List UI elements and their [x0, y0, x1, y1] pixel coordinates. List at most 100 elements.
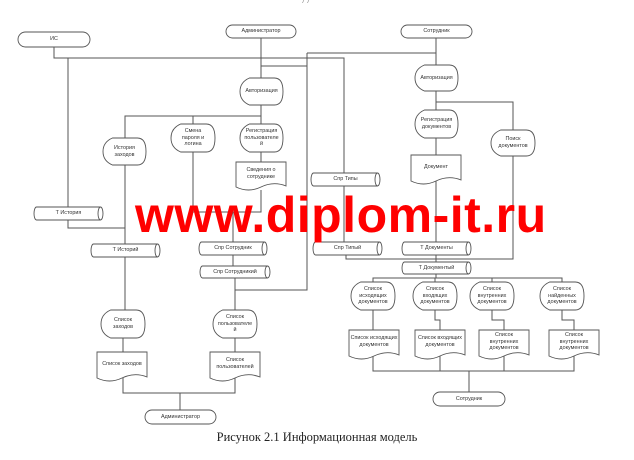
connector [307, 57, 345, 173]
node-label: Список входящих документов [420, 285, 450, 306]
table-spr-employee: Спр Сотрудник [198, 241, 268, 256]
terminal-administrator-top: Администратор [225, 24, 297, 39]
cylinder-shape [310, 172, 381, 187]
node-label: Список внутренних документов [489, 331, 519, 352]
display-shape [539, 281, 585, 311]
table-spr-types: Спр Типы [310, 172, 381, 187]
cylinder-shape [401, 261, 472, 275]
connector [122, 378, 236, 394]
process-change-password: Смена пароля и логина [170, 123, 216, 153]
display-found-documents: Список найденных документов [539, 281, 585, 311]
process-admin-authorization: Авторизация [239, 77, 284, 106]
display-outgoing-documents: Список исходящих документов [350, 281, 396, 311]
terminal-administrator-bottom: Администратор [144, 409, 217, 425]
display-shape [100, 309, 146, 339]
node-label: Список исходящих документов [350, 335, 398, 348]
cylinder-shape [33, 206, 104, 221]
connector [372, 277, 563, 282]
node-label: Спр Сотрудник [214, 245, 252, 252]
document-logins-list: Список заходов [96, 351, 148, 382]
node-label: Администратор [241, 28, 281, 35]
terminal-employee-top: Сотрудник [400, 24, 473, 39]
document-shape [478, 329, 530, 360]
document-employee-info: Сведения о сотруднике [235, 161, 287, 191]
table-spr-employees: Спр Сотрудникий [199, 265, 271, 279]
process-document-search: Поиск документов [490, 129, 536, 157]
node-label: Регистрация документов [420, 117, 453, 130]
node-label: ИС [50, 36, 58, 43]
connector [436, 101, 514, 130]
display-shape [350, 281, 396, 311]
node-label: Сотрудник [455, 395, 483, 402]
figure-caption: Рисунок 2.1 Информационная модель [216, 430, 418, 444]
display-internal-documents: Список внутренних документов [469, 281, 515, 311]
table-spr-types-2: Спр Типый [312, 241, 383, 256]
table-t-documents: Т Документы [401, 241, 472, 256]
node-label: Регистрация пользователе й [244, 127, 279, 148]
node-label: Сведения о сотруднике [246, 166, 276, 180]
display-users-list: Список пользователе й [212, 309, 258, 339]
process-document-registration: Регистрация документов [414, 109, 459, 139]
connector [53, 47, 307, 59]
node-label: Смена пароля и логина [181, 127, 205, 148]
node-label: Администратор [161, 413, 200, 420]
node-label: Т Историй [112, 247, 139, 254]
cylinder-shape [199, 265, 271, 279]
document-document: Документ [410, 154, 462, 185]
connector [434, 310, 441, 330]
terminal-shape [17, 31, 91, 48]
connector [345, 156, 514, 260]
display-shape [490, 129, 536, 157]
node-label: Список исходящих документов [358, 285, 388, 306]
process-employee-authorization: Авторизация [414, 64, 459, 92]
terminal-employee-bottom: Сотрудник [432, 391, 506, 407]
node-label: Документ [424, 163, 448, 170]
cylinder-shape [198, 241, 268, 256]
display-logins-list: Список заходов [100, 309, 146, 339]
connector [561, 310, 575, 330]
node-label: Спр Типый [333, 245, 362, 252]
display-shape [414, 109, 459, 139]
display-shape [239, 77, 284, 106]
document-shape [348, 329, 400, 360]
document-shape [410, 154, 462, 185]
process-user-registration: Регистрация пользователе й [239, 123, 284, 153]
cylinder-shape [401, 241, 472, 256]
display-shape [239, 123, 284, 153]
document-shape [414, 329, 466, 360]
connector [124, 115, 261, 138]
node-label: Спр Типы [333, 176, 358, 183]
node-label: Список найденных документов [547, 285, 577, 306]
document-found-list: Список внутренних документов [548, 329, 600, 360]
display-shape [170, 123, 216, 153]
node-label: Поиск документов [498, 136, 528, 149]
display-incoming-documents: Список входящих документов [412, 281, 458, 311]
node-label: Список внутренних документов [559, 331, 589, 352]
terminal-shape [144, 409, 217, 425]
display-shape [414, 64, 459, 92]
terminal-is: ИС [17, 31, 91, 48]
node-label: Авторизация [245, 88, 278, 95]
cylinder-shape [312, 241, 383, 256]
node-label: Список внутренних документов [477, 285, 507, 306]
node-label: Т История [55, 210, 82, 217]
node-label: Список входящих документов [417, 335, 463, 348]
display-shape [469, 281, 515, 311]
watermark: www.diplom-it.ru [135, 187, 547, 243]
display-shape [102, 137, 147, 166]
cylinder-shape [90, 243, 161, 258]
node-label: Авторизация [420, 74, 453, 81]
connectors [53, 38, 575, 410]
display-shape [412, 281, 458, 311]
terminal-shape [400, 24, 473, 39]
document-users-list: Список пользователей [209, 351, 261, 382]
node-label: Т Документый [418, 264, 455, 271]
display-shape [212, 309, 258, 339]
process-login-history: История заходов [102, 137, 147, 166]
connector [491, 310, 505, 330]
node-label: Т Документы [420, 245, 453, 252]
terminal-shape [432, 391, 506, 407]
table-t-histories: Т Историй [90, 243, 161, 258]
connector [234, 53, 308, 291]
